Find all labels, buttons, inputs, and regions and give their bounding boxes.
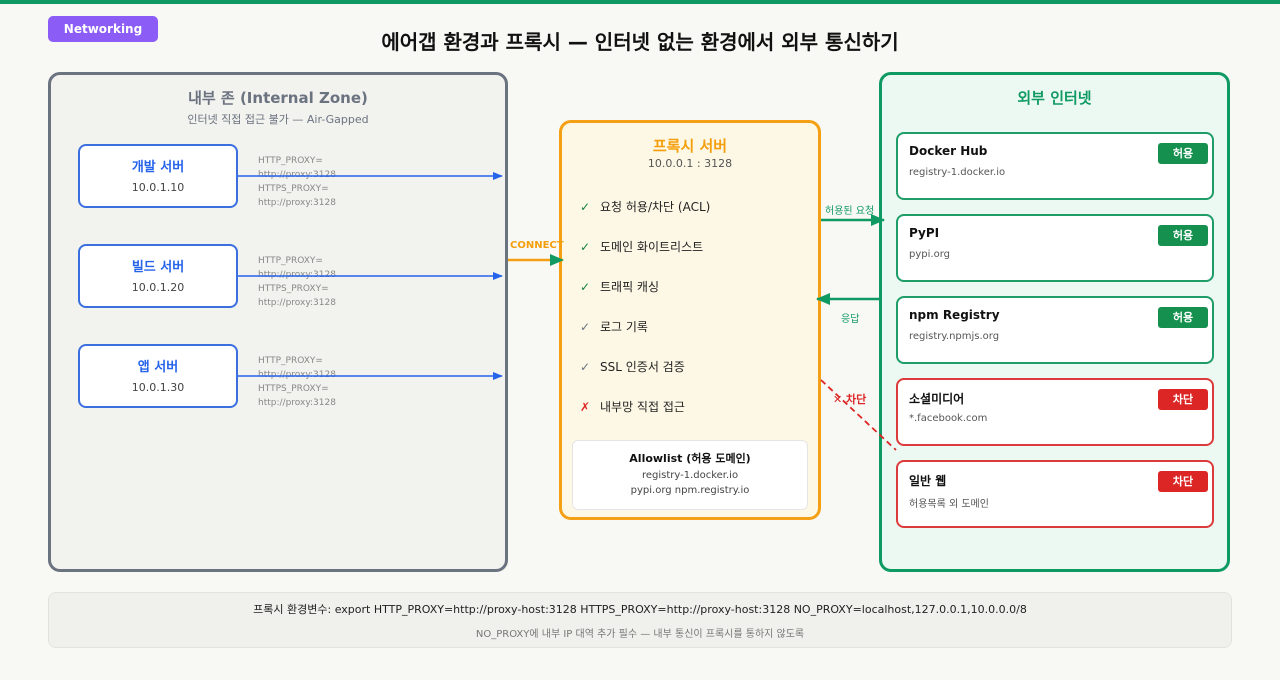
service-name: 일반 웹 xyxy=(909,474,947,488)
env-line: HTTP_PROXY= xyxy=(258,256,323,266)
acl-item: ✓ 로그 기록 xyxy=(580,318,648,335)
cross-icon: ✗ xyxy=(580,400,591,414)
env-line: HTTPS_PROXY= xyxy=(258,284,329,294)
status-badge: 차단 xyxy=(1158,471,1208,492)
env-text-build: HTTP_PROXY= http://proxy:3128 HTTPS_PROX… xyxy=(258,254,336,310)
env-line: HTTPS_PROXY= xyxy=(258,384,329,394)
check-icon: ✓ xyxy=(580,200,591,214)
connect-label: CONNECT xyxy=(510,240,564,251)
allowlist-title: Allowlist (허용 도메인) xyxy=(629,452,751,465)
footer-env-command: 프록시 환경변수: export HTTP_PROXY=http://proxy… xyxy=(253,603,1027,616)
status-badge: 허용 xyxy=(1158,225,1208,246)
acl-label: 내부망 직접 접근 xyxy=(600,400,685,414)
env-text-app: HTTP_PROXY= http://proxy:3128 HTTPS_PROX… xyxy=(258,354,336,410)
check-icon: ✓ xyxy=(580,280,591,294)
server-name: 앱 서버 xyxy=(137,360,179,375)
allowlist-line: pypi.org npm.registry.io xyxy=(630,485,750,496)
env-line: http://proxy:3128 xyxy=(258,170,336,180)
service-host: 허용목록 외 도메인 xyxy=(909,499,989,510)
acl-item: ✓ 요청 허용/차단 (ACL) xyxy=(580,198,710,215)
response-label: 응답 xyxy=(841,314,860,325)
acl-label: SSL 인증서 검증 xyxy=(600,360,685,374)
arrow-blocked xyxy=(820,379,897,451)
proxy-title: 프록시 서버 xyxy=(652,137,728,155)
env-line: http://proxy:3128 xyxy=(258,298,336,308)
status-badge: 허용 xyxy=(1158,307,1208,328)
proxy-address: 10.0.0.1 : 3128 xyxy=(647,157,733,170)
acl-item: ✗ 내부망 직접 접근 xyxy=(580,398,685,415)
acl-label: 요청 허용/차단 (ACL) xyxy=(600,200,711,214)
internal-zone-title: 내부 존 (Internal Zone) xyxy=(188,89,368,107)
env-line: http://proxy:3128 xyxy=(258,398,336,408)
server-name: 개발 서버 xyxy=(131,160,185,175)
env-text-dev: HTTP_PROXY= http://proxy:3128 HTTPS_PROX… xyxy=(258,154,336,210)
service-pypi[interactable]: PyPI pypi.org 허용 xyxy=(896,214,1214,282)
service-name: PyPI xyxy=(909,226,940,240)
service-social-media[interactable]: 소셜미디어 *.facebook.com 차단 xyxy=(896,378,1214,446)
footer-hint: NO_PROXY에 내부 IP 대역 추가 필수 — 내부 통신이 프록시를 통… xyxy=(475,629,805,640)
acl-label: 로그 기록 xyxy=(600,320,648,334)
category-badge: Networking xyxy=(48,16,158,42)
blocked-label: ✕ 차단 xyxy=(833,393,867,406)
env-line: http://proxy:3128 xyxy=(258,370,336,380)
service-name: 소셜미디어 xyxy=(909,392,965,406)
footer-note: 프록시 환경변수: export HTTP_PROXY=http://proxy… xyxy=(48,592,1232,648)
service-general-web[interactable]: 일반 웹 허용목록 외 도메인 차단 xyxy=(896,460,1214,528)
acl-label: 트래픽 캐싱 xyxy=(600,280,660,294)
env-line: HTTP_PROXY= xyxy=(258,156,323,166)
env-line: HTTP_PROXY= xyxy=(258,356,323,366)
server-dev[interactable]: 개발 서버 10.0.1.10 xyxy=(78,144,238,208)
page-title: 에어갭 환경과 프록시 — 인터넷 없는 환경에서 외부 통신하기 xyxy=(381,30,899,54)
check-icon: ✓ xyxy=(580,360,591,374)
service-docker-hub[interactable]: Docker Hub registry-1.docker.io 허용 xyxy=(896,132,1214,200)
server-ip: 10.0.1.10 xyxy=(131,181,185,194)
status-badge: 허용 xyxy=(1158,143,1208,164)
env-line: HTTPS_PROXY= xyxy=(258,184,329,194)
server-ip: 10.0.1.20 xyxy=(131,281,185,294)
env-line: http://proxy:3128 xyxy=(258,270,336,280)
service-host: registry-1.docker.io xyxy=(909,167,1006,178)
top-accent-bar xyxy=(0,0,1280,4)
acl-item: ✓ 도메인 화이트리스트 xyxy=(580,238,703,255)
service-host: pypi.org xyxy=(909,249,950,260)
external-zone-title: 외부 인터넷 xyxy=(1017,89,1092,107)
server-name: 빌드 서버 xyxy=(131,260,185,275)
check-icon: ✓ xyxy=(580,240,591,254)
internal-zone: 내부 존 (Internal Zone) 인터넷 직접 접근 불가 — Air-… xyxy=(48,72,508,572)
acl-item: ✓ 트래픽 캐싱 xyxy=(580,278,659,295)
check-icon: ✓ xyxy=(580,320,591,334)
env-line: http://proxy:3128 xyxy=(258,198,336,208)
service-name: Docker Hub xyxy=(909,144,988,158)
allowed-request-label: 허용된 요청 xyxy=(825,206,875,217)
service-name: npm Registry xyxy=(909,308,1000,322)
internal-zone-subtitle: 인터넷 직접 접근 불가 — Air-Gapped xyxy=(187,113,369,126)
acl-label: 도메인 화이트리스트 xyxy=(600,240,704,254)
server-build[interactable]: 빌드 서버 10.0.1.20 xyxy=(78,244,238,308)
server-app[interactable]: 앱 서버 10.0.1.30 xyxy=(78,344,238,408)
server-ip: 10.0.1.30 xyxy=(131,381,185,394)
allowlist-box: Allowlist (허용 도메인) registry-1.docker.io … xyxy=(572,440,808,510)
acl-item: ✓ SSL 인증서 검증 xyxy=(580,358,685,375)
service-npm-registry[interactable]: npm Registry registry.npmjs.org 허용 xyxy=(896,296,1214,364)
service-host: *.facebook.com xyxy=(909,413,988,424)
status-badge: 차단 xyxy=(1158,389,1208,410)
allowlist-line: registry-1.docker.io xyxy=(641,470,739,481)
service-host: registry.npmjs.org xyxy=(909,331,1000,342)
